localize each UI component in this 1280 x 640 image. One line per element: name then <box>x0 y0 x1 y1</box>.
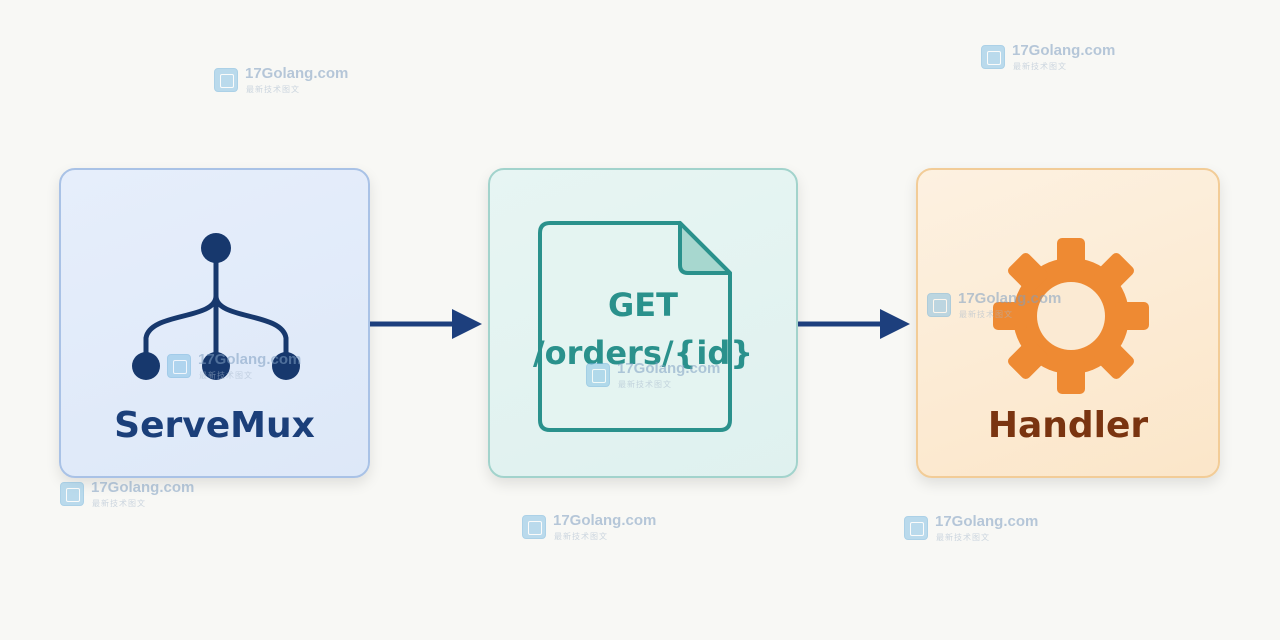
document-icon <box>538 221 732 432</box>
handler-node: Handler <box>916 168 1220 478</box>
gear-icon <box>993 238 1149 394</box>
watermark-logo-icon <box>981 45 1005 69</box>
route-method: GET <box>608 286 678 324</box>
watermark: 17Golang.com 最新技术图文 <box>586 360 736 392</box>
arrow-route-to-handler <box>798 309 910 339</box>
watermark-subtitle: 最新技术图文 <box>1013 62 1067 71</box>
watermark-title: 17Golang.com <box>198 351 302 368</box>
watermark-logo-icon <box>904 516 928 540</box>
watermark-logo-icon <box>214 68 238 92</box>
watermark-subtitle: 最新技术图文 <box>92 499 146 508</box>
watermark-title: 17Golang.com <box>91 479 195 496</box>
watermark-subtitle: 最新技术图文 <box>246 85 300 94</box>
watermark: 17Golang.com 最新技术图文 <box>522 512 672 544</box>
route-node: GET /orders/{id} <box>488 168 798 478</box>
watermark-title: 17Golang.com <box>935 513 1039 530</box>
servemux-node: ServeMux <box>59 168 370 478</box>
watermark: 17Golang.com 最新技术图文 <box>214 65 364 97</box>
watermark-title: 17Golang.com <box>617 360 721 377</box>
watermark: 17Golang.com 最新技术图文 <box>927 290 1077 322</box>
watermark-subtitle: 最新技术图文 <box>959 310 1013 319</box>
watermark: 17Golang.com 最新技术图文 <box>60 479 210 511</box>
watermark-logo-icon <box>927 293 951 317</box>
watermark-title: 17Golang.com <box>245 65 349 82</box>
tree-branch-icon <box>132 233 300 380</box>
watermark-logo-icon <box>60 482 84 506</box>
watermark: 17Golang.com 最新技术图文 <box>981 42 1131 74</box>
watermark: 17Golang.com 最新技术图文 <box>167 351 317 383</box>
watermark-logo-icon <box>167 354 191 378</box>
handler-label: Handler <box>987 405 1149 446</box>
watermark-logo-icon <box>522 515 546 539</box>
route-path: /orders/{id} <box>532 334 753 372</box>
watermark-title: 17Golang.com <box>1012 42 1116 59</box>
watermark-logo-icon <box>586 363 610 387</box>
watermark-subtitle: 最新技术图文 <box>554 532 608 541</box>
servemux-label: ServeMux <box>114 405 315 446</box>
watermark-subtitle: 最新技术图文 <box>936 533 990 542</box>
watermark-subtitle: 最新技术图文 <box>199 371 253 380</box>
watermark-subtitle: 最新技术图文 <box>618 380 672 389</box>
watermark: 17Golang.com 最新技术图文 <box>904 513 1054 545</box>
arrow-servemux-to-route <box>370 309 482 339</box>
watermark-title: 17Golang.com <box>553 512 657 529</box>
watermark-title: 17Golang.com <box>958 290 1062 307</box>
